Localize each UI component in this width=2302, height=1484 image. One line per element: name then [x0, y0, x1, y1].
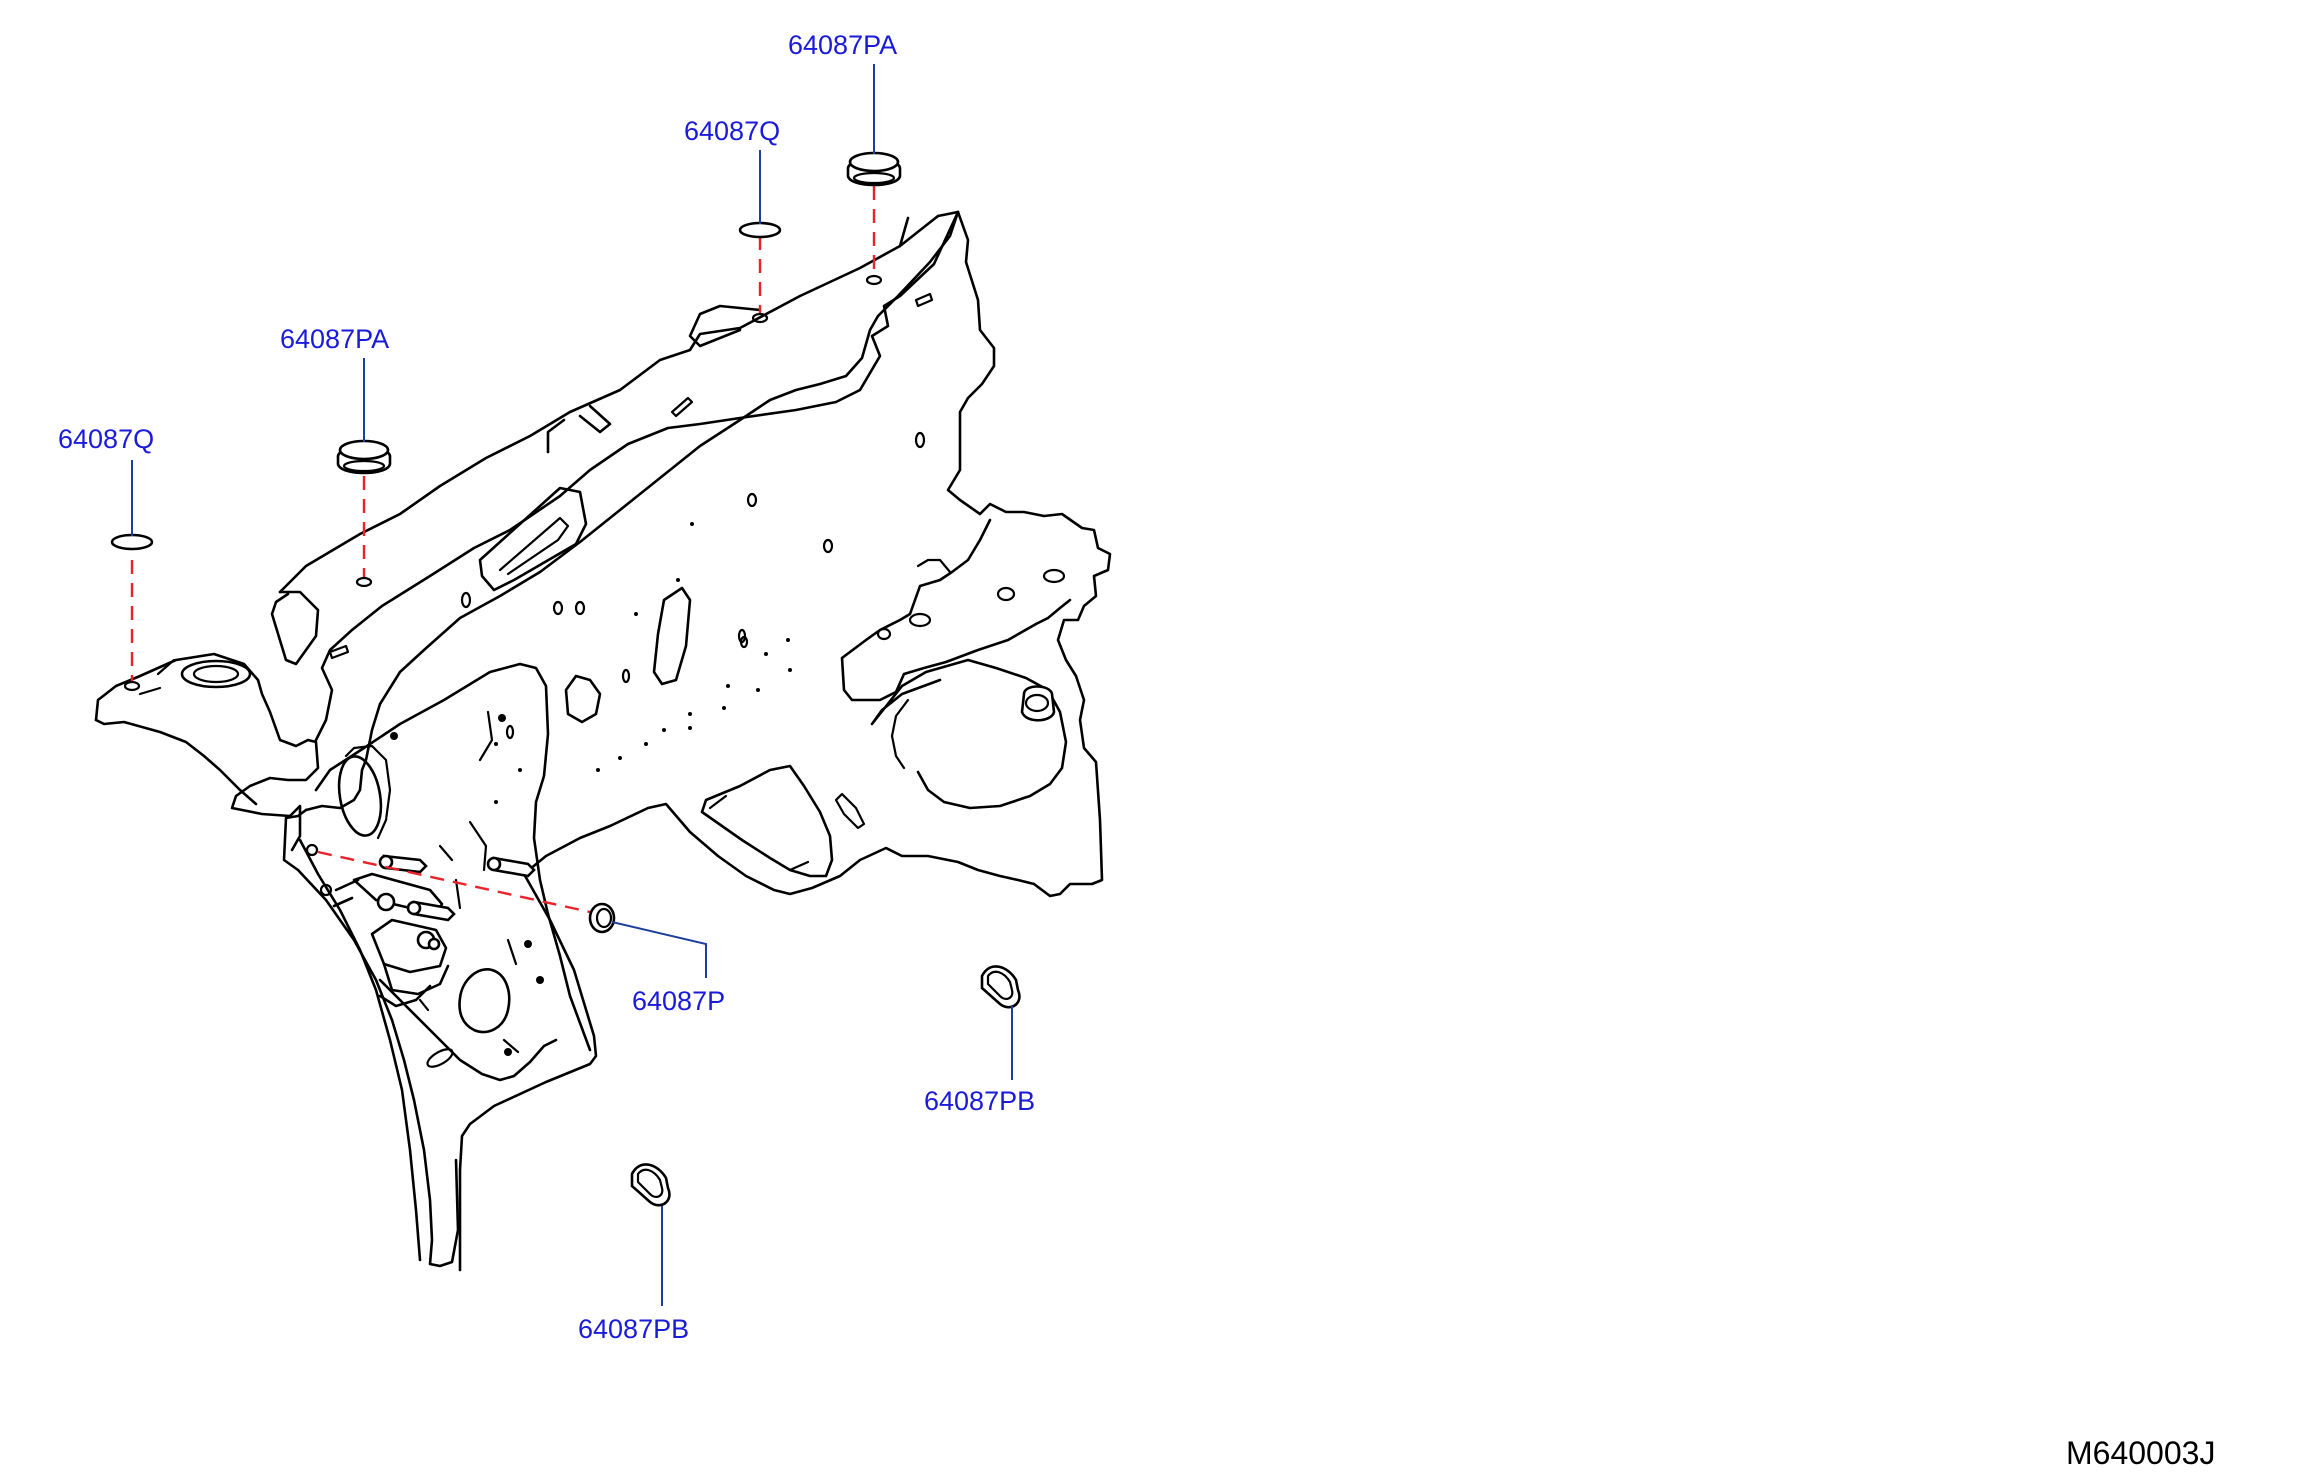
wheelhouse-hole-ring — [344, 744, 392, 840]
recess-boss-top — [1024, 693, 1050, 713]
cowl-pocket-inner — [498, 516, 570, 576]
left-tower-lower — [94, 718, 258, 806]
plate-hole-1 — [1042, 568, 1066, 584]
wheelhouse-dot-4 — [504, 1048, 512, 1056]
plate-hole-4 — [876, 627, 892, 641]
label-grommet-lower[interactable]: 64087PB — [578, 1314, 689, 1344]
hole-left-plug — [355, 576, 373, 588]
diagram-code: M640003J — [2066, 1435, 2215, 1471]
part-grommet-lower[interactable] — [630, 1163, 671, 1207]
part-plug-left[interactable] — [336, 439, 392, 475]
callout-labels: 64087PA 64087Q 64087PA 64087Q 64087P 640… — [58, 30, 1035, 1344]
wheelhouse-lower — [378, 978, 558, 1082]
cowl-top-edge — [278, 214, 940, 594]
panel-holes — [328, 292, 934, 830]
hinge-brackets — [305, 843, 536, 1008]
wheelhouse-slot — [426, 1048, 454, 1068]
plate-hole-2 — [996, 586, 1016, 602]
dashed-line-side-plug — [317, 850, 591, 914]
part-plug-top-right[interactable] — [846, 151, 902, 187]
label-left-plug[interactable]: 64087PA — [280, 324, 389, 354]
wheelhouse-dot-1 — [390, 732, 398, 740]
weld-dots — [494, 522, 792, 804]
part-plug-side[interactable] — [588, 902, 616, 934]
face-pocket-2 — [564, 674, 602, 724]
label-top-right-seal[interactable]: 64087Q — [684, 116, 780, 146]
left-rail-outline — [270, 590, 320, 666]
round-recess-edge — [890, 698, 910, 770]
leader-side-plug — [611, 921, 707, 978]
wheelhouse-dot-3 — [524, 940, 532, 948]
face-pocket — [652, 586, 692, 686]
part-seal-top-right[interactable] — [738, 221, 782, 239]
wheelhouse-panel — [314, 662, 592, 1052]
recess-boss — [1020, 685, 1056, 722]
hole-top-right-plug — [865, 274, 883, 286]
dash-panel-drawing — [94, 210, 1112, 1272]
cowl-ridge — [688, 216, 910, 348]
side-member-outline — [282, 808, 460, 1268]
side-member-inner — [298, 838, 422, 1262]
cowl-top-outline — [314, 210, 960, 742]
wheelhouse-dot-2 — [498, 714, 506, 722]
tower-hole — [180, 659, 252, 689]
dash-panel-outline — [458, 210, 1112, 1272]
label-left-seal[interactable]: 64087Q — [58, 424, 154, 454]
cowl-recess — [546, 404, 612, 454]
hole-left-seal — [123, 680, 141, 692]
label-side-plug[interactable]: 64087P — [632, 986, 725, 1016]
left-tower-outline — [94, 652, 320, 852]
wheelhouse-details — [418, 710, 520, 1054]
wheelhouse-oval — [458, 968, 511, 1034]
wheelhouse-hole — [337, 755, 383, 837]
leader-lines — [131, 64, 1013, 1306]
middle-scoop — [700, 764, 834, 878]
plate-hole-3 — [908, 612, 932, 628]
part-seal-left[interactable] — [110, 533, 154, 551]
part-grommet-right[interactable] — [980, 965, 1021, 1009]
label-top-right-plug[interactable]: 64087PA — [788, 30, 897, 60]
alignment-lines — [130, 186, 876, 914]
middle-scoop-edge — [708, 794, 810, 872]
tower-edge — [138, 658, 176, 696]
dash-panel-edge — [304, 210, 960, 812]
right-plate-outline — [840, 518, 1072, 702]
hole-top-right-seal — [751, 312, 769, 324]
label-grommet-right[interactable]: 64087PB — [924, 1086, 1035, 1116]
tower-hole-inner — [192, 664, 240, 684]
wheelhouse-dot-5 — [536, 976, 544, 984]
right-plate-edge — [916, 558, 952, 574]
